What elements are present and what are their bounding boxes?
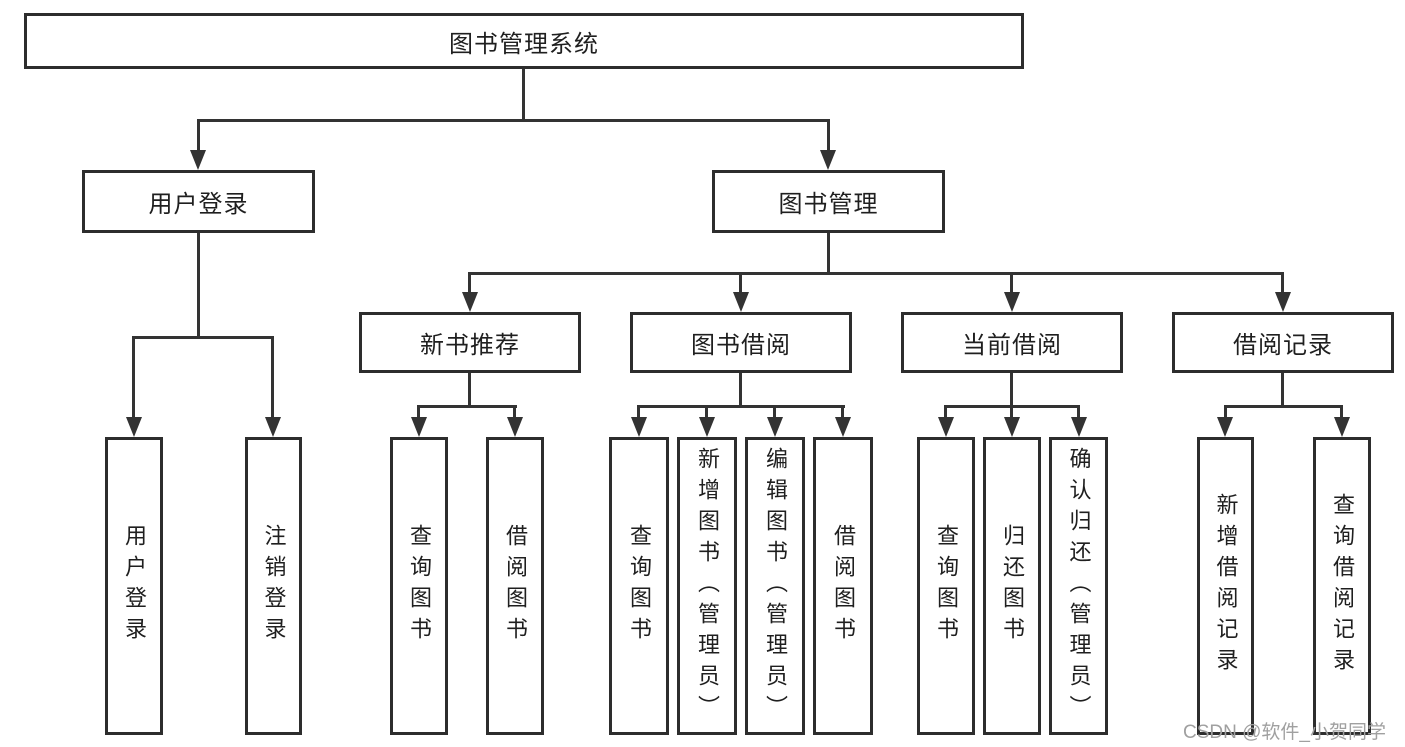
- arrowhead-cb-query: [938, 417, 954, 437]
- node-user-login: 用户登录: [82, 170, 315, 233]
- node-root: 图书管理系统: [24, 13, 1024, 69]
- connector-groupB-split: [637, 405, 845, 408]
- connector-groupA-c1: [417, 405, 420, 419]
- node-leaf-bb-borrow-book: 借阅图书: [813, 437, 873, 735]
- node-leaf-bb-query-book: 查询图书: [609, 437, 669, 735]
- connector-groupB-c1: [637, 405, 640, 419]
- connector-groupD-c1: [1224, 405, 1227, 419]
- connector-groupB-stem: [739, 373, 742, 406]
- node-leaf-nb-borrow-book: 借阅图书: [486, 437, 544, 735]
- connector-leaf-logout-stem: [271, 336, 274, 419]
- connector-l3-split: [468, 272, 1284, 275]
- connector-l2-left-stem: [197, 119, 200, 152]
- arrowhead-nb-query: [411, 417, 427, 437]
- connector-l2-split: [197, 119, 830, 122]
- node-leaf-cb-return-book: 归还图书: [983, 437, 1041, 735]
- connector-new-book-stem-top: [468, 272, 471, 294]
- connector-groupC-c3: [1077, 405, 1080, 419]
- arrowhead-borrow: [733, 292, 749, 312]
- csdn-watermark: CSDN @软件_小贺同学: [1183, 722, 1386, 743]
- connector-groupA-stem: [468, 373, 471, 406]
- arrowhead-leaf-login: [126, 417, 142, 437]
- connector-user-login-stem: [197, 233, 200, 337]
- connector-current-stem-top: [1010, 272, 1013, 294]
- arrowhead-leaf-logout: [265, 417, 281, 437]
- node-leaf-nb-query-book: 查询图书: [390, 437, 448, 735]
- node-leaf-rc-query-record: 查询借阅记录: [1313, 437, 1371, 735]
- node-book-management: 图书管理: [712, 170, 945, 233]
- node-leaf-cb-query-book: 查询图书: [917, 437, 975, 735]
- arrowhead-bb-edit: [767, 417, 783, 437]
- arrowhead-bb-query: [631, 417, 647, 437]
- connector-groupC-c2: [1010, 405, 1013, 419]
- connector-groupC-stem: [1010, 373, 1013, 406]
- connector-root-stem: [522, 69, 525, 121]
- arrowhead-nb-borrow: [507, 417, 523, 437]
- node-leaf-cb-confirm-return-admin: 确认归还（管理员）: [1049, 437, 1108, 735]
- arrowhead-rc-add: [1217, 417, 1233, 437]
- node-leaf-user-login: 用户登录: [105, 437, 163, 735]
- node-leaf-bb-add-book-admin: 新增图书（管理员）: [677, 437, 737, 735]
- connector-groupB-c3: [773, 405, 776, 419]
- node-leaf-logout: 注销登录: [245, 437, 302, 735]
- arrowhead-new-book: [462, 292, 478, 312]
- arrowhead-cb-return: [1004, 417, 1020, 437]
- node-book-borrow: 图书借阅: [630, 312, 852, 373]
- node-new-book-recommend: 新书推荐: [359, 312, 581, 373]
- node-borrow-records: 借阅记录: [1172, 312, 1394, 373]
- arrowhead-bb-add: [699, 417, 715, 437]
- connector-records-stem-top: [1281, 272, 1284, 294]
- node-leaf-rc-add-record: 新增借阅记录: [1197, 437, 1254, 735]
- connector-groupB-c2: [705, 405, 708, 419]
- connector-groupA-split: [417, 405, 517, 408]
- arrowhead-current: [1004, 292, 1020, 312]
- arrowhead-cb-confirm: [1071, 417, 1087, 437]
- connector-groupC-c1: [944, 405, 947, 419]
- arrowhead-records: [1275, 292, 1291, 312]
- arrowhead-user-login: [190, 150, 206, 170]
- connector-groupB-c4: [841, 405, 844, 419]
- connector-borrow-stem-top: [739, 272, 742, 294]
- node-leaf-bb-edit-book-admin: 编辑图书（管理员）: [745, 437, 805, 735]
- connector-groupD-split: [1224, 405, 1343, 408]
- connector-user-login-split: [133, 336, 274, 339]
- connector-groupA-c2: [513, 405, 516, 419]
- connector-book-mgmt-stem: [827, 233, 830, 274]
- connector-l2-right-stem: [827, 119, 830, 152]
- node-current-borrow: 当前借阅: [901, 312, 1123, 373]
- arrowhead-rc-query: [1334, 417, 1350, 437]
- connector-groupD-stem: [1281, 373, 1284, 406]
- connector-groupD-c2: [1340, 405, 1343, 419]
- connector-leaf-login-stem: [132, 336, 135, 419]
- arrowhead-bb-borrow: [835, 417, 851, 437]
- arrowhead-book-mgmt: [820, 150, 836, 170]
